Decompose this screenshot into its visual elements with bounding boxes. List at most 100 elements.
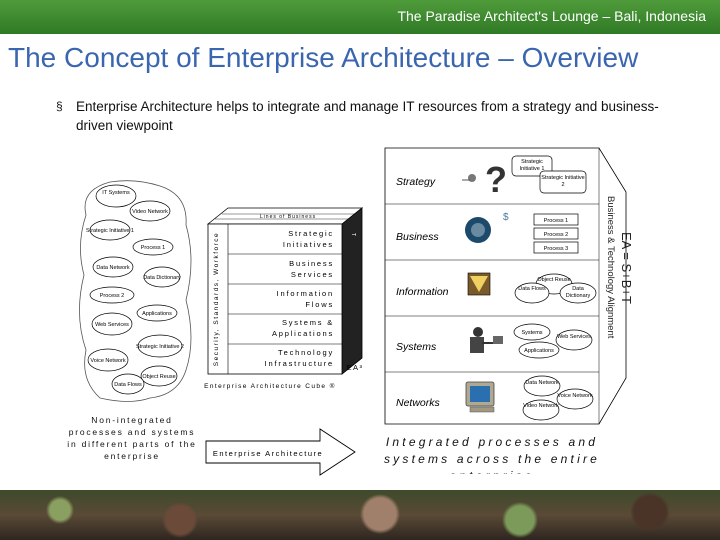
bullet-text: Enterprise Architecture helps to integra… [76, 99, 659, 133]
cloud-item: Data Flows [111, 373, 145, 395]
cube-ea3-label: EA³ [346, 363, 363, 372]
cloud-item: Voice Network [87, 348, 129, 372]
left-cloud: IT Systems Video Network Strategic Initi… [79, 180, 192, 402]
networks-icon [465, 381, 495, 413]
cube-layer-box: Information Flows [276, 289, 334, 309]
layer-item-label: Applications [524, 348, 554, 354]
ea-cube: Lines of Business T Security, Standards,… [204, 207, 364, 390]
layer-item: Video Network [522, 399, 560, 421]
layer-item: Strategic Initiative 1 [511, 155, 553, 177]
cloud-item-label: Strategic Initiative 1 [86, 228, 134, 234]
layer-name-systems: Systems [396, 341, 437, 353]
layer-item-label: Strategic Initiative 2 [541, 175, 585, 188]
layer-item-label: Process 2 [544, 232, 568, 238]
cloud-item-label: Applications [142, 311, 172, 317]
layer-item-label: Object Reuse [537, 277, 571, 283]
left-caption-box: Non-integrated processes and systems in … [67, 415, 197, 461]
cloud-item: Web Services [91, 312, 133, 336]
ea-arrow-shape [205, 428, 356, 476]
layer-item: Systems [513, 323, 551, 341]
cloud-item-label: Object Reuse [142, 374, 175, 380]
cloud-item-label: Data Network [96, 265, 130, 271]
bullet-point: § Enterprise Architecture helps to integ… [56, 97, 676, 135]
layer-item-label: Data Flows [518, 286, 546, 292]
cloud-item: Video Network [129, 200, 171, 222]
layer-item: Strategic Initiative 2 [539, 170, 587, 194]
svg-text:?: ? [485, 159, 507, 200]
layer-item: Data Network [523, 375, 561, 397]
cloud-item-label: IT Systems [102, 190, 130, 196]
cloud-item: IT Systems [95, 184, 137, 208]
layer-item-label: Process 3 [544, 246, 568, 252]
information-icon [467, 272, 491, 296]
layer-item: Data Flows [514, 282, 550, 304]
alignment-label: Business & Technology Alignment [605, 196, 616, 339]
svg-text:$: $ [503, 212, 509, 223]
layer-item-label: Systems [521, 330, 542, 336]
bullet-marker: § [56, 99, 63, 113]
layer-item-label: Strategic Initiative 1 [519, 159, 545, 172]
cube-layer-label: Business Services [289, 259, 334, 279]
cloud-item-label: Voice Network [90, 358, 125, 364]
ea-arrow-label: Enterprise Architecture [213, 449, 323, 458]
cloud-item-label: Strategic Initiative 2 [136, 344, 184, 350]
cube-layer-box: Strategic Initiatives [282, 229, 334, 249]
cloud-item-label: Web Services [95, 322, 129, 328]
slide-title: The Concept of Enterprise Architecture –… [8, 42, 639, 73]
cloud-item-label: Process 1 [141, 245, 165, 251]
layer-item: Process 1 [533, 213, 579, 226]
cloud-item: Object Reuse [140, 365, 178, 387]
cloud-item: Strategic Initiative 2 [136, 334, 184, 358]
layer-item: Voice Network [556, 388, 594, 410]
cloud-item-label: Video Network [132, 209, 168, 215]
cube-layer-label: Systems & Applications [271, 318, 334, 338]
layer-item-label: Voice Network [557, 393, 593, 399]
cloud-item: Strategic Initiative 1 [86, 219, 134, 241]
integrated-stack: Strategy Business Information Systems Ne… [384, 147, 634, 425]
layer-item: Process 3 [533, 241, 579, 254]
cube-layer-label: Strategic Initiatives [282, 229, 334, 249]
cube-layer-box: Technology Infrastructure [264, 348, 334, 368]
cube-caption: Enterprise Architecture Cube ® [204, 382, 336, 390]
cloud-item-label: Data Dictionary [143, 275, 181, 281]
layer-item: Web Services [555, 329, 593, 351]
layer-name-networks: Networks [396, 397, 441, 409]
cloud-item-label: Data Flows [114, 382, 142, 388]
layer-item-label: Data Network [525, 380, 559, 386]
cube-layer-box: Business Services [289, 259, 334, 279]
cube-top-label: Lines of Business [260, 214, 316, 220]
banner-text: The Paradise Architect's Lounge – Bali, … [397, 8, 706, 24]
layer-item: Applications [518, 341, 560, 359]
cube-side-label: Security, Standards, Workforce [213, 232, 220, 366]
strategy-icon: ? [462, 159, 507, 200]
cloud-item: Data Network [92, 256, 134, 278]
layer-name-strategy: Strategy [396, 176, 436, 188]
alignment-formula: EA = S+B+T [619, 232, 634, 304]
cube-front [207, 223, 343, 375]
cloud-item: Data Dictionary [143, 266, 181, 288]
cloud-item: Process 2 [89, 286, 135, 304]
right-caption: Integrated processes and systems across … [383, 435, 601, 474]
cube-right-letters: T [350, 233, 356, 239]
cube-layer-box: Systems & Applications [271, 318, 334, 338]
right-caption-box: Integrated processes and systems across … [383, 435, 601, 474]
ea-arrow: Enterprise Architecture [205, 428, 356, 476]
layer-item-label: Data Dictionary [565, 286, 591, 299]
left-caption: Non-integrated processes and systems in … [67, 415, 197, 461]
layer-item: Process 2 [533, 227, 579, 240]
layer-item-label: Web Services [557, 334, 591, 340]
cloud-item-label: Process 2 [100, 293, 124, 299]
bottom-photo-strip [0, 490, 720, 540]
layer-name-information: Information [396, 286, 449, 298]
cloud-item: Applications [136, 304, 178, 322]
layer-name-business: Business [396, 231, 439, 243]
layer-item-label: Video Network [523, 403, 559, 409]
cloud-item: Process 1 [132, 238, 174, 256]
systems-icon [470, 327, 503, 353]
layer-item-label: Process 1 [544, 218, 568, 224]
cube-layer-label: Technology Infrastructure [264, 348, 334, 368]
cube-layer-label: Information Flows [276, 289, 334, 309]
header-banner: The Paradise Architect's Lounge – Bali, … [0, 0, 720, 34]
business-icon: $ [460, 210, 509, 250]
